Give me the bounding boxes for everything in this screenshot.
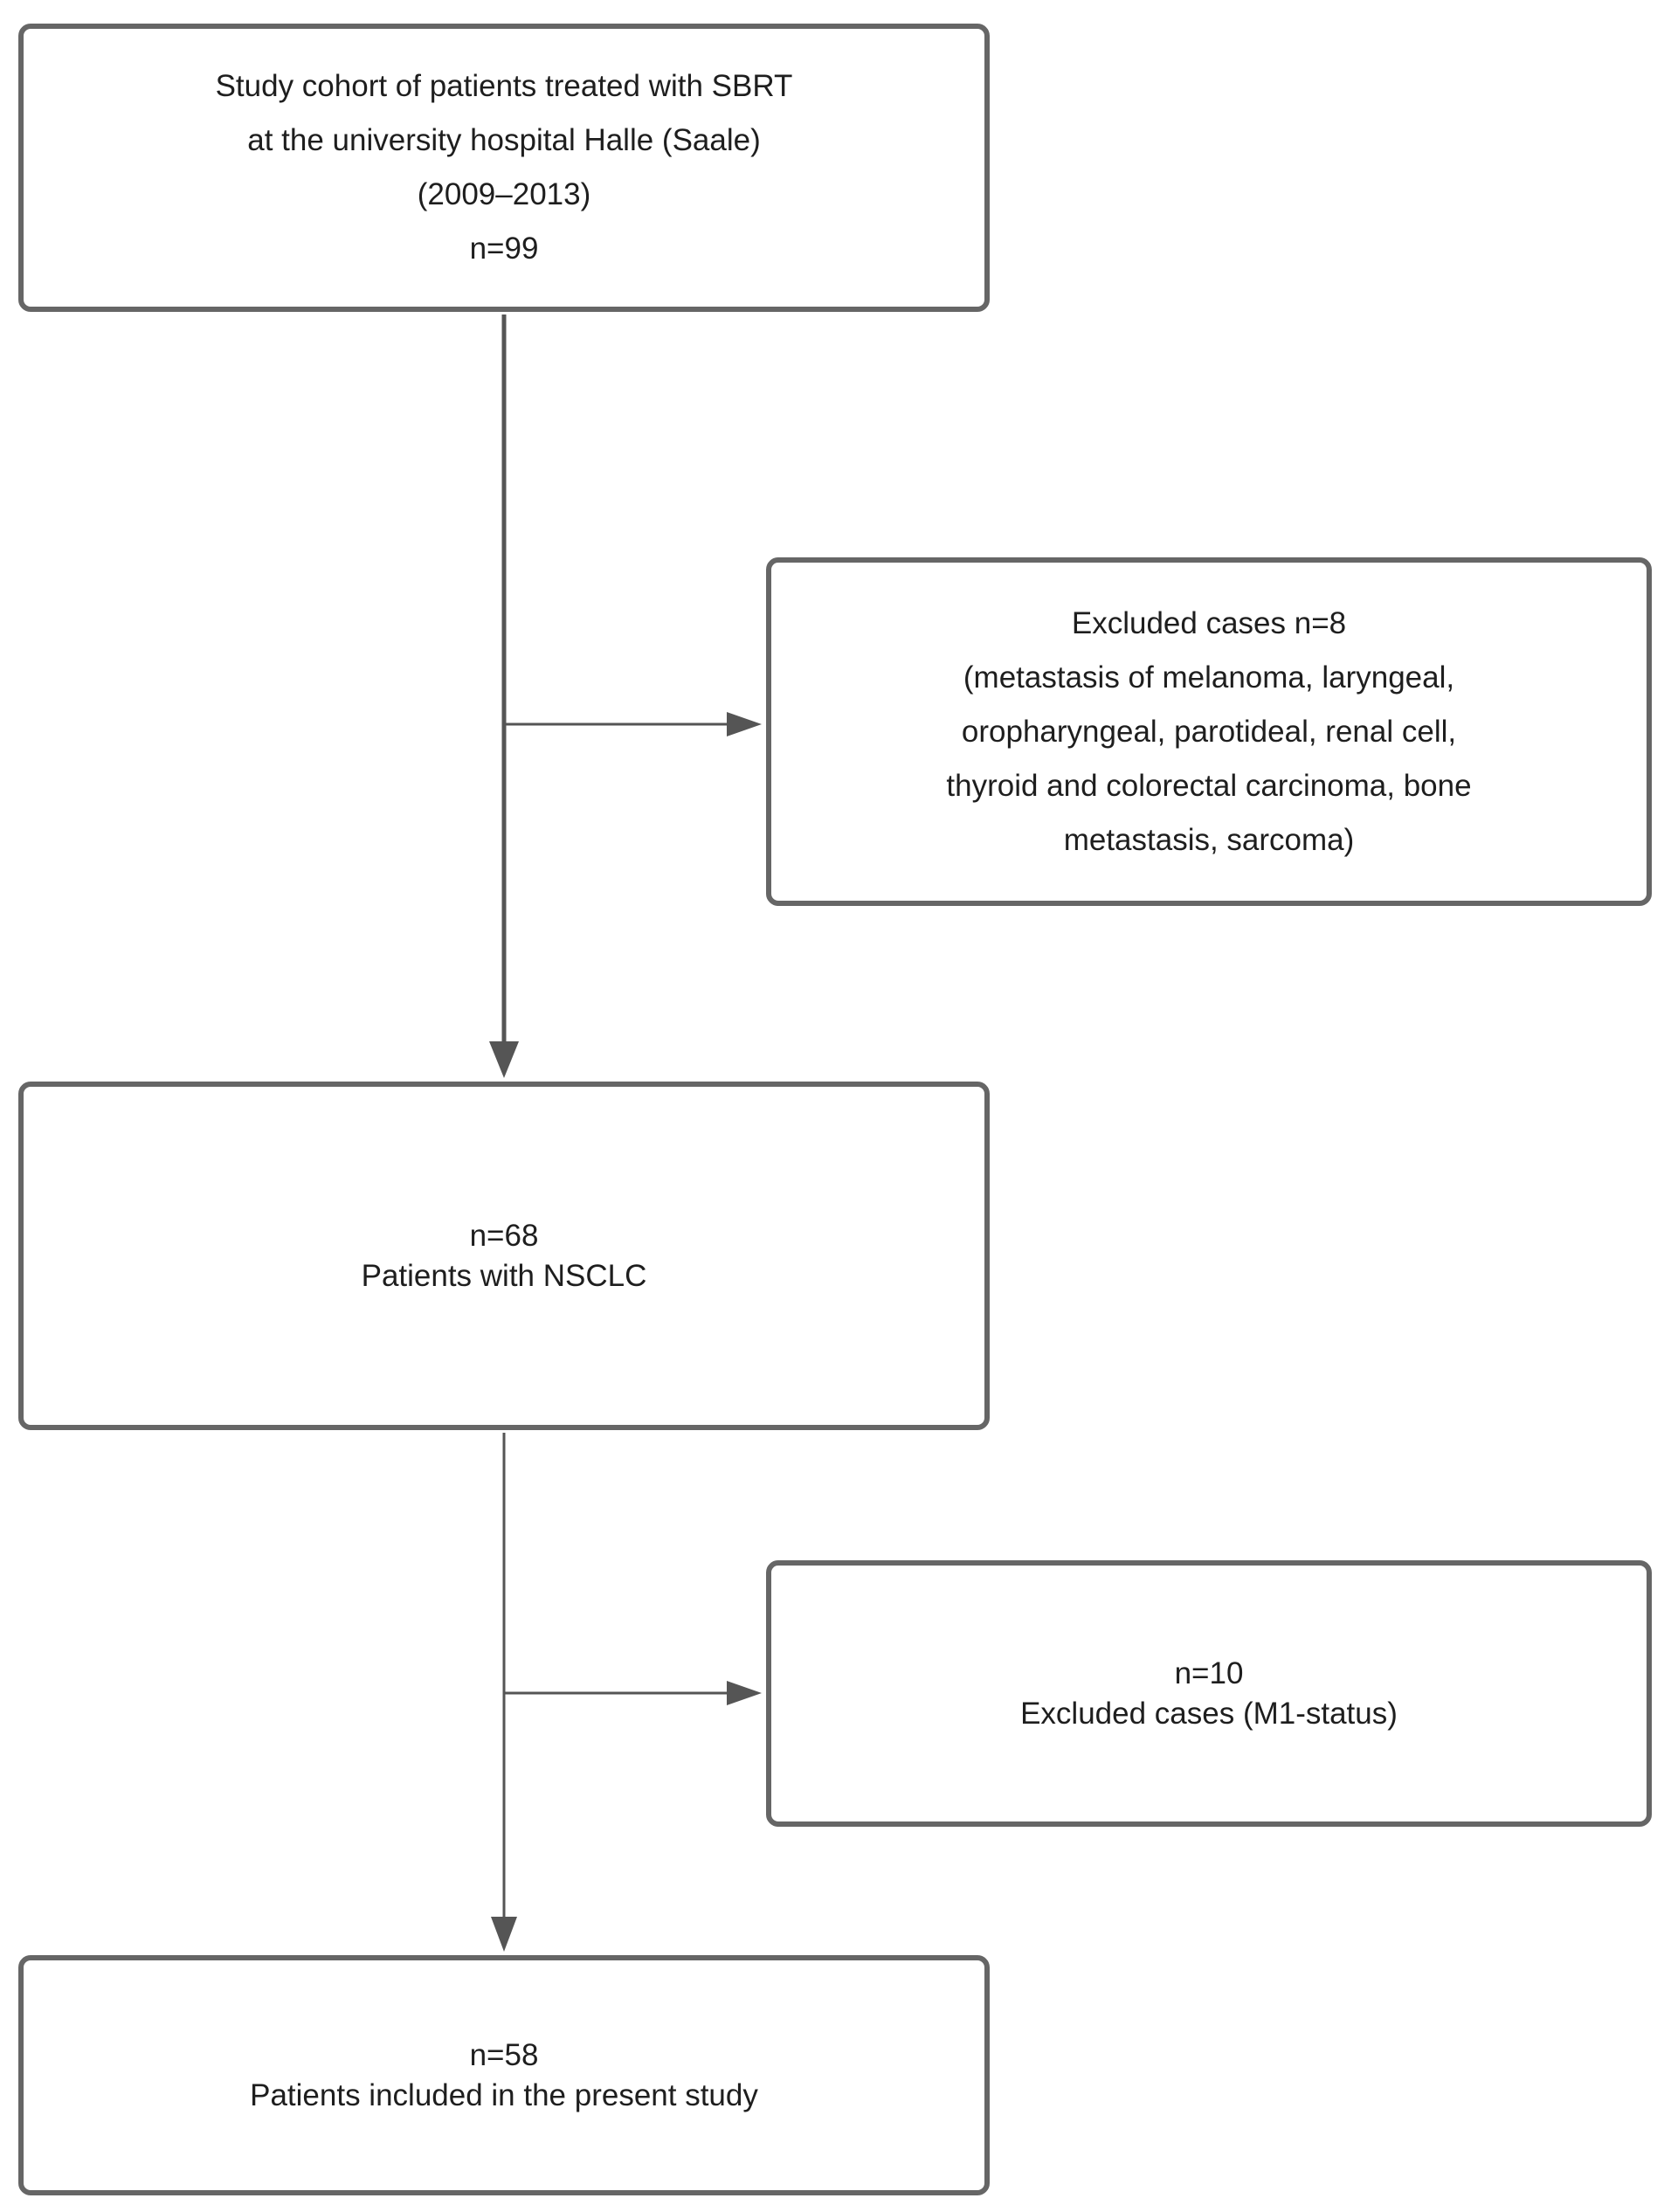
arrowhead-to-excluded-first [727,712,762,736]
nsclc-count: n=68 [469,1218,539,1253]
excluded-first-line-2: (metastasis of melanoma, laryngeal, [963,660,1455,695]
cohort-line-4: n=99 [469,232,539,266]
arrowhead-to-included [491,1917,517,1952]
nsclc-label: Patients with NSCLC [361,1258,647,1293]
included-patients-box: n=58 Patients included in the present st… [18,1955,990,2195]
excluded-first-line-4: thyroid and colorectal carcinoma, bone [946,768,1472,803]
included-count: n=58 [469,2037,539,2072]
excluded-first-line-5: metastasis, sarcoma) [1063,822,1355,857]
study-cohort-box: Study cohort of patients treated with SB… [18,24,990,312]
nsclc-patients-box: n=68 Patients with NSCLC [18,1082,990,1430]
cohort-line-1: Study cohort of patients treated with SB… [215,69,793,103]
arrowhead-to-excluded-second [727,1681,762,1705]
cohort-line-2: at the university hospital Halle (Saale) [247,123,761,157]
excluded-first-line-3: oropharyngeal, parotideal, renal cell, [961,714,1457,749]
included-label: Patients included in the present study [250,2077,758,2112]
excluded-first-line-1: Excluded cases n=8 [1071,605,1347,640]
excluded-second-label: Excluded cases (M1-status) [1020,1696,1398,1731]
arrowhead-to-nsclc [489,1041,519,1078]
excluded-cases-box-first: Excluded cases n=8 (metastasis of melano… [766,557,1652,906]
excluded-cases-box-second: n=10 Excluded cases (M1-status) [766,1560,1652,1827]
cohort-line-3: (2009–2013) [417,177,591,211]
excluded-second-count: n=10 [1174,1656,1244,1690]
